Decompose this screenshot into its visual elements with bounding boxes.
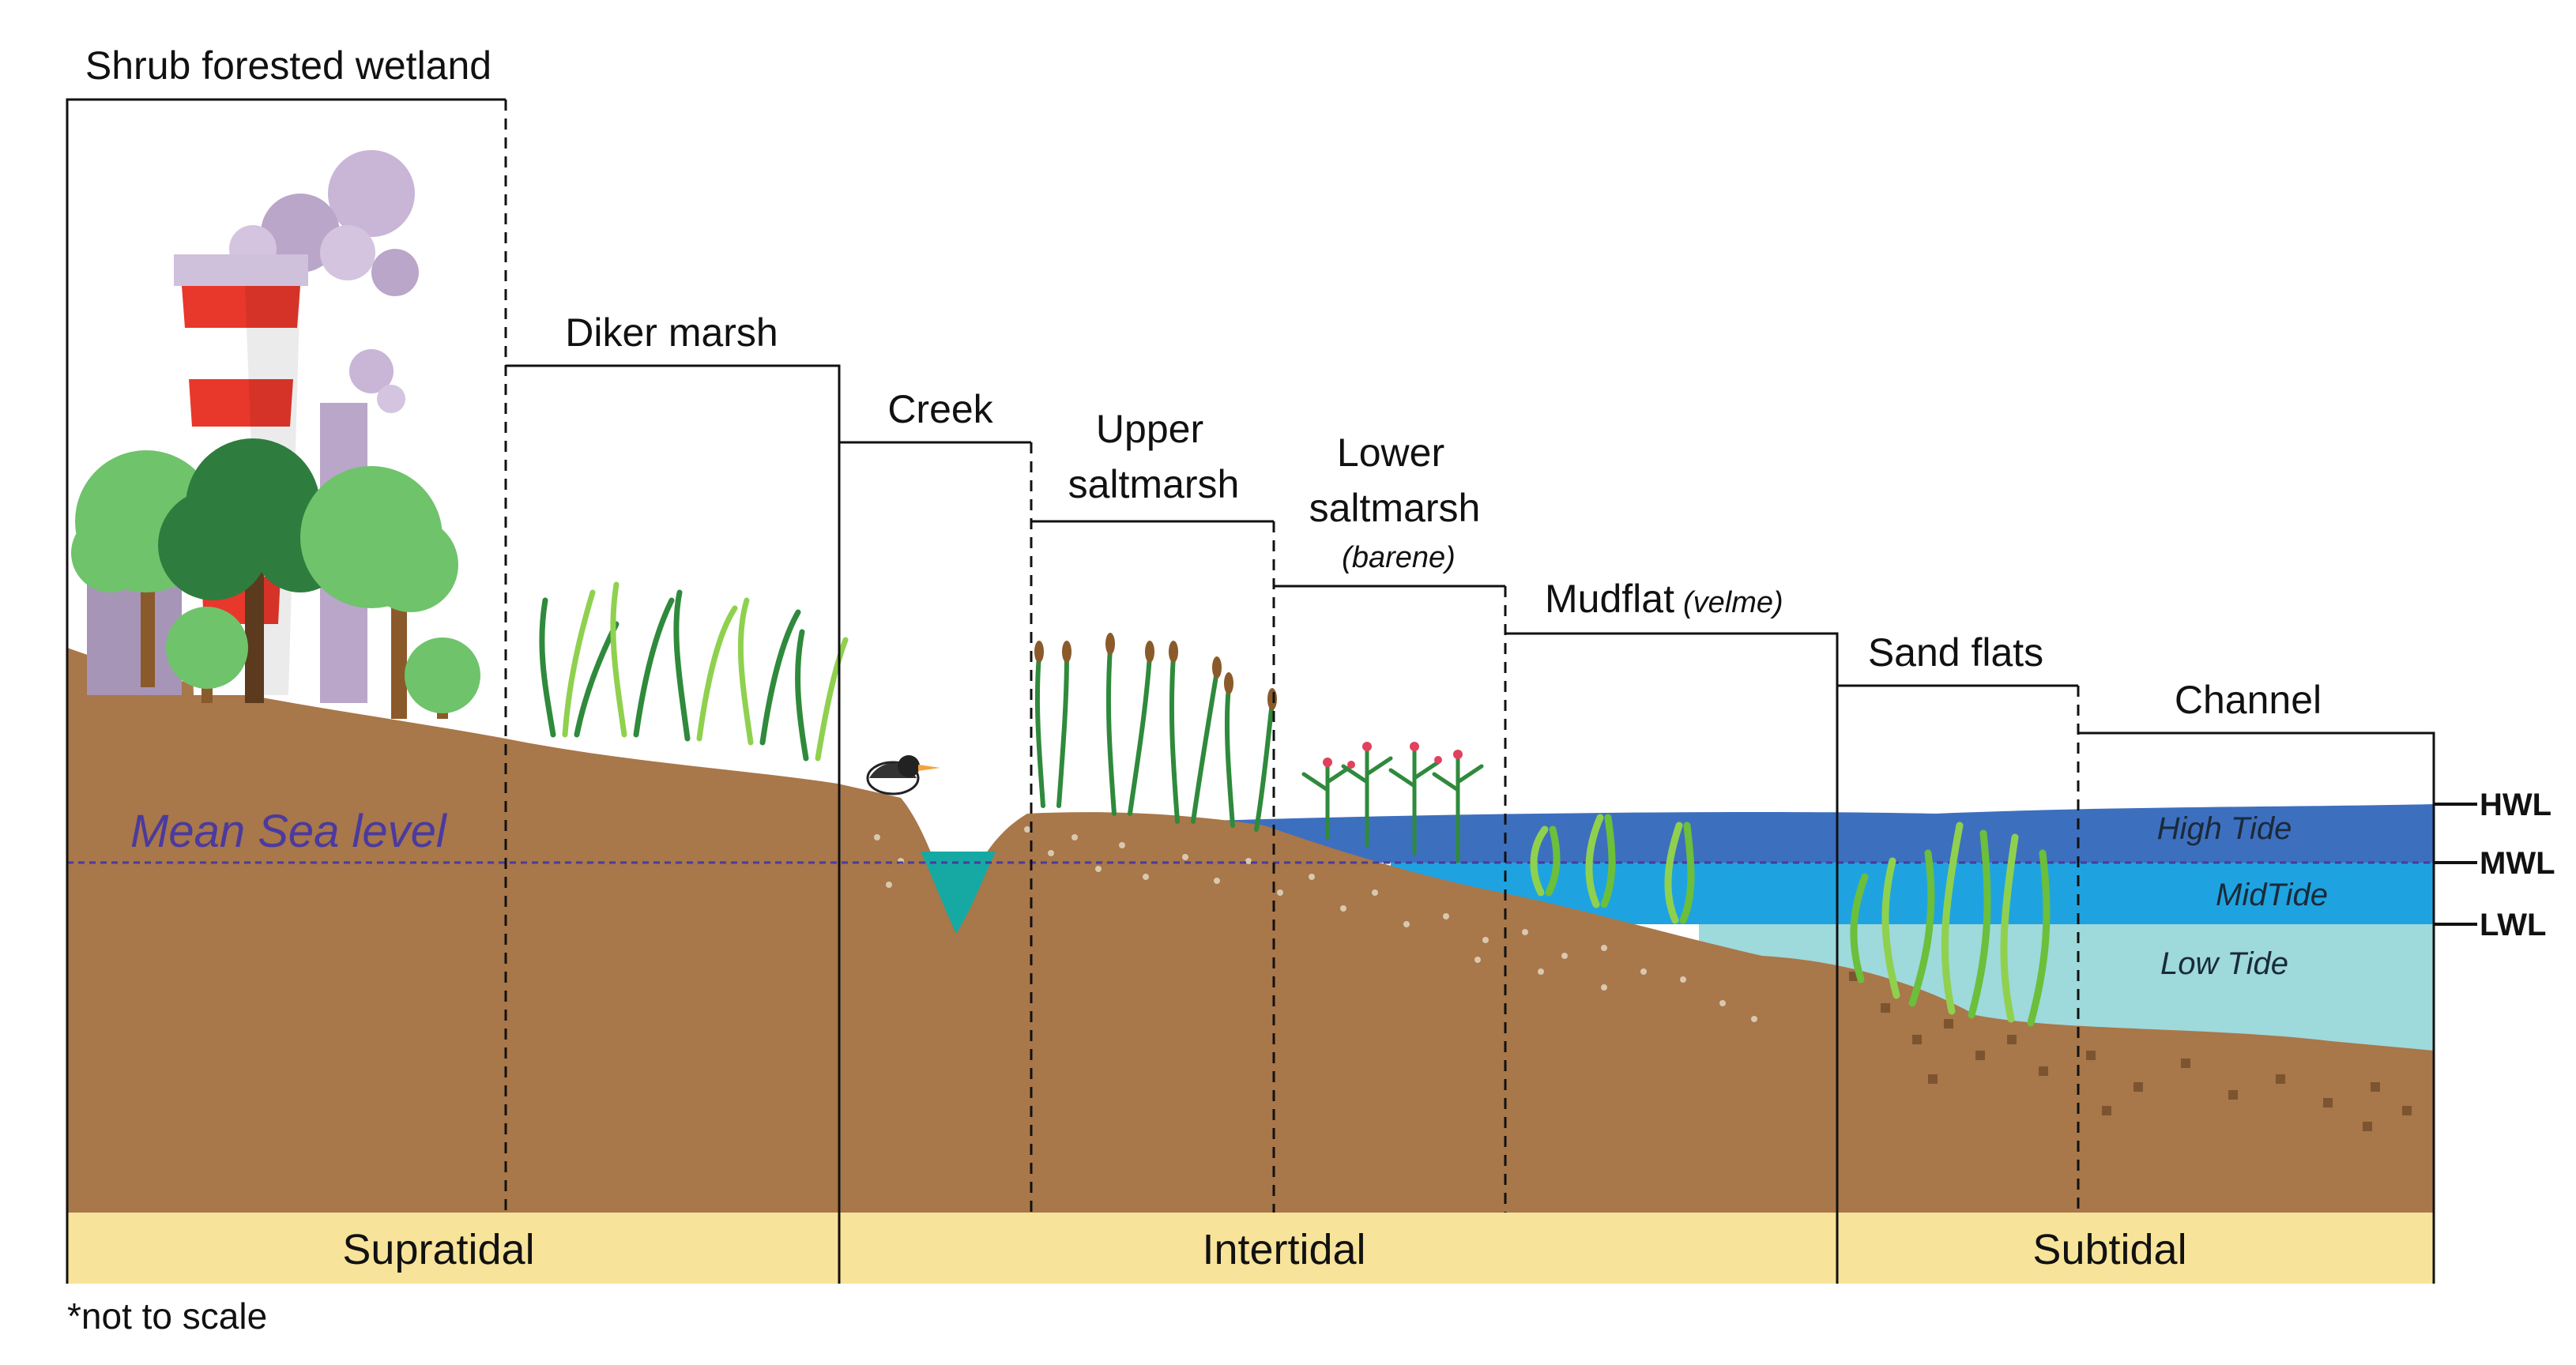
band-supratidal: Supratidal — [342, 1226, 534, 1273]
tree-icon — [71, 438, 480, 719]
label-channel: Channel — [2175, 678, 2322, 722]
label-lower-line2: saltmarsh — [1309, 486, 1481, 530]
label-lower-sub: (barene) — [1342, 541, 1456, 574]
band-dividers — [66, 1213, 2435, 1284]
label-lwl: LWL — [2480, 908, 2546, 942]
mean-sea-level-label: Mean Sea level — [130, 806, 448, 857]
label-mudflat: Mudflat — [1545, 577, 1674, 621]
label-diker-marsh: Diker marsh — [565, 310, 778, 355]
label-mid-tide: MidTide — [2216, 878, 2328, 912]
water-level-ticks — [2434, 803, 2477, 926]
upper-saltmarsh-reeds — [1034, 633, 1277, 832]
creek-water — [921, 852, 996, 934]
label-shrub-forested-wetland: Shrub forested wetland — [85, 43, 491, 88]
saltmarsh-plant-icon — [1301, 742, 1484, 863]
label-upper-line1: Upper — [1096, 407, 1203, 451]
band-bar — [67, 1213, 2434, 1284]
high-tide-water — [1185, 804, 2434, 863]
label-high-tide: High Tide — [2157, 811, 2292, 846]
label-mwl: MWL — [2480, 846, 2555, 881]
label-sand-flats: Sand flats — [1868, 630, 2043, 675]
not-to-scale-note: *not to scale — [67, 1295, 267, 1337]
seagrass-icon — [1530, 814, 2051, 1027]
zone-brackets — [66, 98, 2435, 1213]
soil-squares — [1849, 972, 2412, 1131]
label-upper-line2: saltmarsh — [1068, 462, 1240, 506]
label-low-tide: Low Tide — [2160, 946, 2288, 981]
label-creek: Creek — [887, 387, 993, 431]
bird-icon — [866, 755, 940, 795]
zone-dividers — [504, 100, 2080, 1213]
band-intertidal: Intertidal — [1202, 1226, 1365, 1273]
soil-profile — [67, 648, 2434, 1213]
label-lower-line1: Lower — [1337, 431, 1444, 475]
reed-icon — [539, 581, 849, 761]
band-subtidal: Subtidal — [2032, 1226, 2186, 1273]
label-mudflat-sub: (velme) — [1683, 586, 1783, 619]
label-hwl: HWL — [2480, 788, 2552, 822]
soil-dots — [874, 826, 1757, 1022]
